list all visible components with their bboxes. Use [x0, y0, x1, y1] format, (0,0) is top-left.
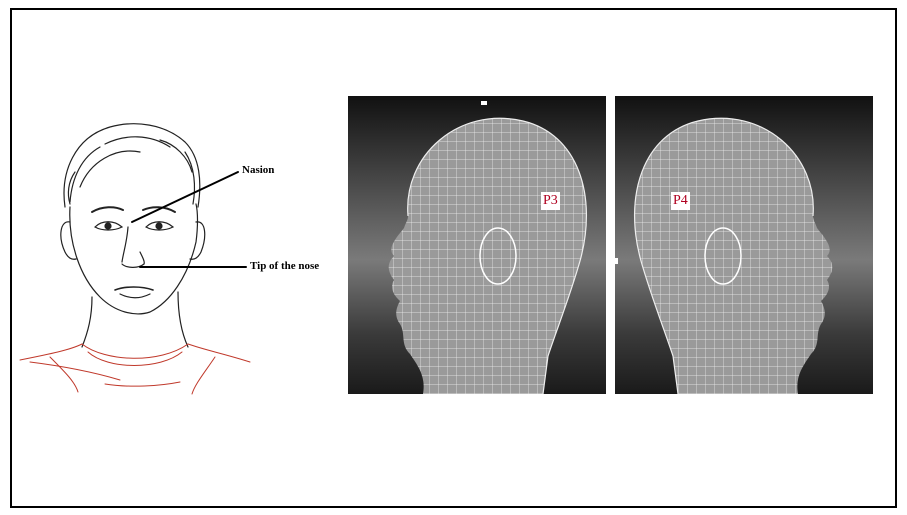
- wireframe-head-right-icon: [615, 96, 873, 394]
- point-tag-p3: P3: [541, 192, 560, 210]
- divider-mark-top: [481, 101, 487, 105]
- wireframe-panel-left: P3: [348, 96, 606, 394]
- point-tag-p4: P4: [671, 192, 690, 210]
- wireframe-panel-right: P4: [615, 96, 873, 394]
- face-sketch: Nasion Tip of the nose: [10, 112, 350, 412]
- label-tip-of-nose: Tip of the nose: [250, 260, 319, 272]
- wireframe-head-left-icon: [348, 96, 606, 394]
- divider-mark-middle: [612, 258, 618, 264]
- label-nasion: Nasion: [242, 164, 274, 176]
